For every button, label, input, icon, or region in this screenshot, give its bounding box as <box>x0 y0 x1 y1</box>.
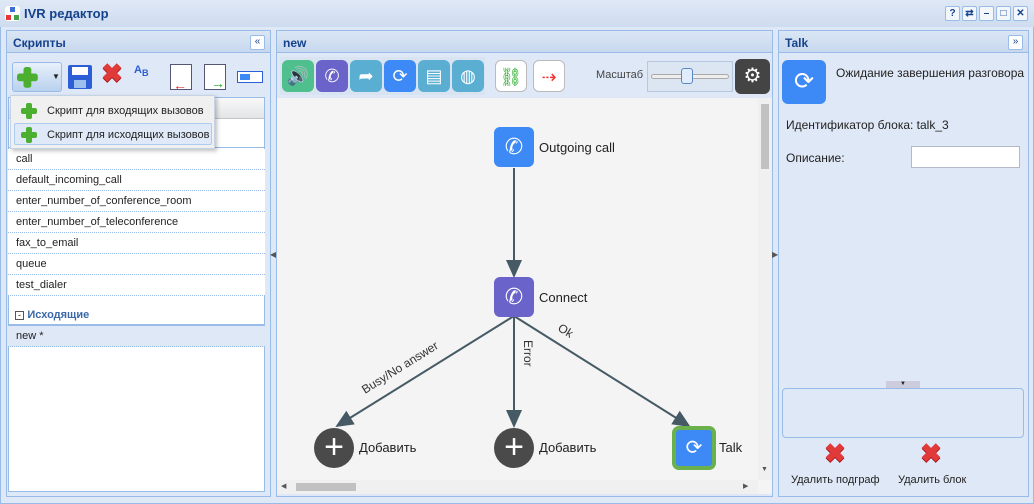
menu-item-outgoing[interactable]: Скрипт для исходящих вызовов <box>14 123 212 145</box>
description-input[interactable] <box>911 146 1020 168</box>
sound-block-button[interactable]: 🔊 <box>282 60 314 92</box>
maximize-button[interactable]: □ <box>996 6 1011 21</box>
script-row[interactable]: queue <box>8 254 265 275</box>
description-label: Описание: <box>786 151 845 165</box>
resize-field-icon[interactable] <box>237 71 263 83</box>
edge-label-ok: Ok <box>555 321 576 342</box>
redirect-block-button[interactable]: ➦ <box>350 60 382 92</box>
add-script-menu: Скрипт для входящих вызовов Скрипт для и… <box>10 95 215 149</box>
node-label: Connect <box>539 290 588 305</box>
chevron-down-icon: ▼ <box>52 72 60 81</box>
outgoing-call-node[interactable]: ✆ <box>494 127 534 167</box>
script-row[interactable]: default_incoming_call <box>8 170 265 191</box>
edge-busy <box>335 315 515 428</box>
window-titlebar: IVR редактор ? ⇄ – □ ✕ <box>0 0 1034 27</box>
minimize-button[interactable]: – <box>979 6 994 21</box>
collapse-right-button[interactable]: » <box>1008 35 1023 50</box>
scale-slider[interactable] <box>647 61 733 92</box>
scale-slider-thumb[interactable] <box>680 68 693 84</box>
splitter-handle[interactable]: ▼ <box>886 381 920 388</box>
left-splitter[interactable]: ◀ <box>270 250 277 259</box>
connect-node[interactable]: ✆ <box>494 277 534 317</box>
right-splitter[interactable]: ▶ <box>772 250 779 259</box>
settings-gear-icon[interactable]: ⚙ <box>735 59 770 94</box>
add-node-button[interactable]: + <box>314 428 354 468</box>
refresh-button[interactable]: ⇄ <box>962 6 977 21</box>
plus-icon <box>21 127 37 143</box>
menu-item-label: Скрипт для входящих вызовов <box>47 105 204 117</box>
graph-edges: Busy/No answer Error Ok <box>335 168 691 428</box>
block-properties-title: Talk <box>779 31 1028 53</box>
app-icon <box>5 6 20 21</box>
node-label: Добавить <box>539 440 597 455</box>
group-outgoing-label: Исходящие <box>27 309 90 321</box>
edge-ok <box>513 315 691 428</box>
menu-item-incoming[interactable]: Скрипт для входящих вызовов <box>14 99 212 121</box>
talk-block-icon: ⟳ <box>782 60 826 104</box>
window-title: IVR редактор <box>24 6 109 21</box>
graph-canvas[interactable]: Busy/No answer Error Ok ✆ Outgoing call … <box>277 98 772 494</box>
scripts-panel-title: Скрипты <box>7 31 270 53</box>
block-toolbar <box>280 57 485 95</box>
delete-block-icon[interactable]: ✖ <box>920 438 942 468</box>
plus-icon <box>21 103 37 119</box>
close-button[interactable]: ✕ <box>1013 6 1028 21</box>
node-label: Outgoing call <box>539 140 615 155</box>
menu-item-label: Скрипт для исходящих вызовов <box>47 129 210 141</box>
add-node-button[interactable]: + <box>494 428 534 468</box>
node-label: Добавить <box>359 440 417 455</box>
block-id: Идентификатор блока: talk_3 <box>786 118 949 132</box>
vertical-scrollbar[interactable]: ▼ <box>758 98 772 480</box>
auto-layout-button[interactable]: ⇢ <box>533 60 565 92</box>
script-row[interactable]: enter_number_of_teleconference <box>8 212 265 233</box>
web-block-button[interactable]: ◍ <box>452 60 484 92</box>
edge-label-error: Error <box>521 340 535 367</box>
delete-subgraph-icon[interactable]: ✖ <box>824 438 846 468</box>
subpanel-area <box>782 388 1024 438</box>
import-icon[interactable]: ← <box>170 64 192 93</box>
connect-block-button[interactable]: ✆ <box>316 60 348 92</box>
script-row[interactable]: test_dialer <box>8 275 265 296</box>
add-script-button[interactable]: ▼ <box>12 62 62 92</box>
delete-script-icon[interactable]: ✖ <box>101 58 123 88</box>
editor-title: new <box>277 31 772 53</box>
help-button[interactable]: ? <box>945 6 960 21</box>
save-icon[interactable] <box>68 65 92 89</box>
scale-label: Масштаб <box>596 69 644 81</box>
talk-block-button[interactable]: ⟳ <box>384 60 416 92</box>
export-icon[interactable]: → <box>204 64 226 91</box>
script-row[interactable]: call <box>8 149 265 170</box>
block-description: Ожидание завершения разговора <box>836 66 1025 80</box>
node-label: Talk <box>719 440 743 455</box>
horizontal-scrollbar[interactable]: ◀▶ <box>277 480 758 494</box>
lock-layout-button[interactable]: ⛓ <box>495 60 527 92</box>
delete-block-button[interactable]: Удалить блок <box>898 474 967 486</box>
script-row[interactable]: enter_number_of_conference_room <box>8 191 265 212</box>
talk-node-selected[interactable]: ⟳ <box>672 426 716 470</box>
collapse-group-icon[interactable]: - <box>15 311 24 320</box>
script-block-button[interactable]: ▤ <box>418 60 450 92</box>
script-row-selected[interactable]: new * <box>8 326 265 347</box>
rename-icon[interactable]: AB <box>134 64 149 79</box>
group-outgoing-header[interactable]: - Исходящие <box>9 302 264 326</box>
script-row[interactable]: fax_to_email <box>8 233 265 254</box>
delete-subgraph-button[interactable]: Удалить подграф <box>791 474 880 486</box>
collapse-left-button[interactable]: « <box>250 35 265 50</box>
plus-icon <box>17 67 38 88</box>
